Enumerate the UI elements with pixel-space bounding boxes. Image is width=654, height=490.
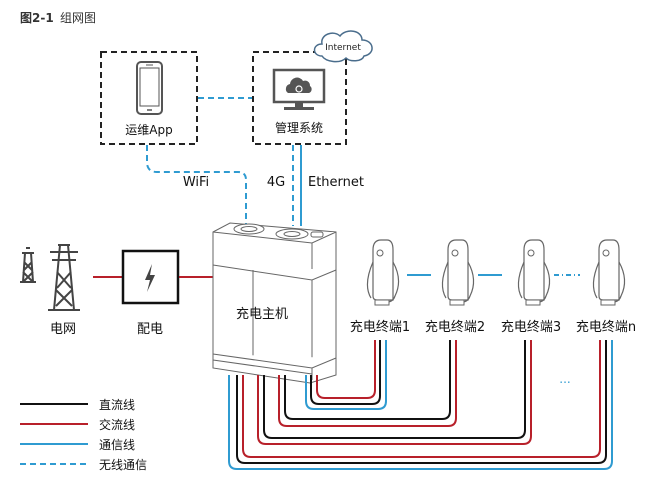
charging-terminal-1: 充电终端1 (350, 239, 410, 335)
cable-ac-1 (316, 340, 376, 399)
terminal-indicator (602, 249, 610, 257)
figure-caption: 组网图 (60, 11, 96, 25)
cable-ac-8 (242, 340, 601, 458)
ethernet-label: Ethernet (308, 175, 364, 190)
legend-label-wireless: 无线通信 (99, 458, 147, 472)
wifi-link (146, 145, 247, 224)
internet-label: Internet (325, 43, 361, 53)
terminal-indicator (376, 249, 384, 257)
terminal-label: 充电终端n (576, 319, 636, 335)
terminal-base (600, 299, 616, 306)
charging-host (212, 222, 337, 384)
lightning-icon (145, 264, 155, 292)
host-cabinet-outline (212, 222, 337, 384)
terminal-cable-loop (592, 261, 626, 303)
terminal-body (523, 239, 545, 301)
terminal-label: 充电终端1 (350, 319, 410, 335)
smartphone-icon (136, 61, 163, 115)
cable-comm-3 (305, 340, 387, 410)
charging-terminals: 充电终端1 充电终端2 充电终端3 充电终端n (350, 239, 636, 335)
cable-ac-5 (278, 340, 457, 427)
cable-bundle (228, 340, 613, 470)
terminal-cable-loop (441, 261, 475, 303)
terminal-base (449, 299, 465, 306)
legend-label-dc: 直流线 (99, 398, 135, 412)
4g-label: 4G (267, 175, 285, 190)
charging-terminal-2: 充电终端2 (425, 239, 485, 335)
cable-dc-4 (284, 340, 451, 420)
charging-terminal-4: 充电终端n (576, 239, 636, 335)
legend: 直流线 交流线 通信线 无线通信 (20, 398, 147, 472)
terminal-cable-loop (517, 261, 551, 303)
mgmt-label: 管理系统 (275, 120, 323, 135)
terminal-indicator (527, 249, 535, 257)
terminal-indicator (451, 249, 459, 257)
cable-dc-2 (310, 340, 381, 405)
cable-ac-7 (257, 340, 532, 445)
distribution-label: 配电 (137, 322, 163, 337)
terminal-label: 充电终端2 (425, 319, 485, 335)
cable-dc-9 (236, 340, 607, 464)
mgmt-node: 管理系统 (252, 51, 347, 145)
legend-label-comm: 通信线 (99, 438, 135, 452)
wifi-label: WiFi (183, 175, 209, 190)
terminal-label: 充电终端3 (501, 319, 561, 335)
grid-label: 电网 (50, 322, 76, 337)
cloud-icon (313, 30, 373, 63)
figure-number: 图2-1 (20, 11, 54, 25)
legend-label-ac: 交流线 (99, 417, 135, 432)
terminal-base (374, 299, 390, 306)
power-tower-icon (20, 244, 80, 311)
terminals-ellipsis: ... (559, 372, 570, 386)
terminal-base (525, 299, 541, 306)
terminal-body (372, 239, 394, 301)
charging-terminal-3: 充电终端3 (501, 239, 561, 335)
terminal-cable-loop (366, 261, 400, 303)
internet-cloud: Internet (313, 30, 373, 63)
distribution-node: 配电 (121, 249, 180, 337)
cable-comm-10 (228, 340, 613, 470)
host-label: 充电主机 (236, 306, 288, 322)
cable-dc-6 (263, 340, 526, 439)
app-node: 运维App (100, 51, 198, 145)
mgmt-box (252, 51, 347, 145)
terminal-body (447, 239, 469, 301)
app-box (100, 51, 198, 145)
monitor-cloud-icon (272, 68, 326, 110)
app-label: 运维App (125, 123, 172, 137)
distribution-box (121, 249, 180, 305)
terminal-body (598, 239, 620, 301)
